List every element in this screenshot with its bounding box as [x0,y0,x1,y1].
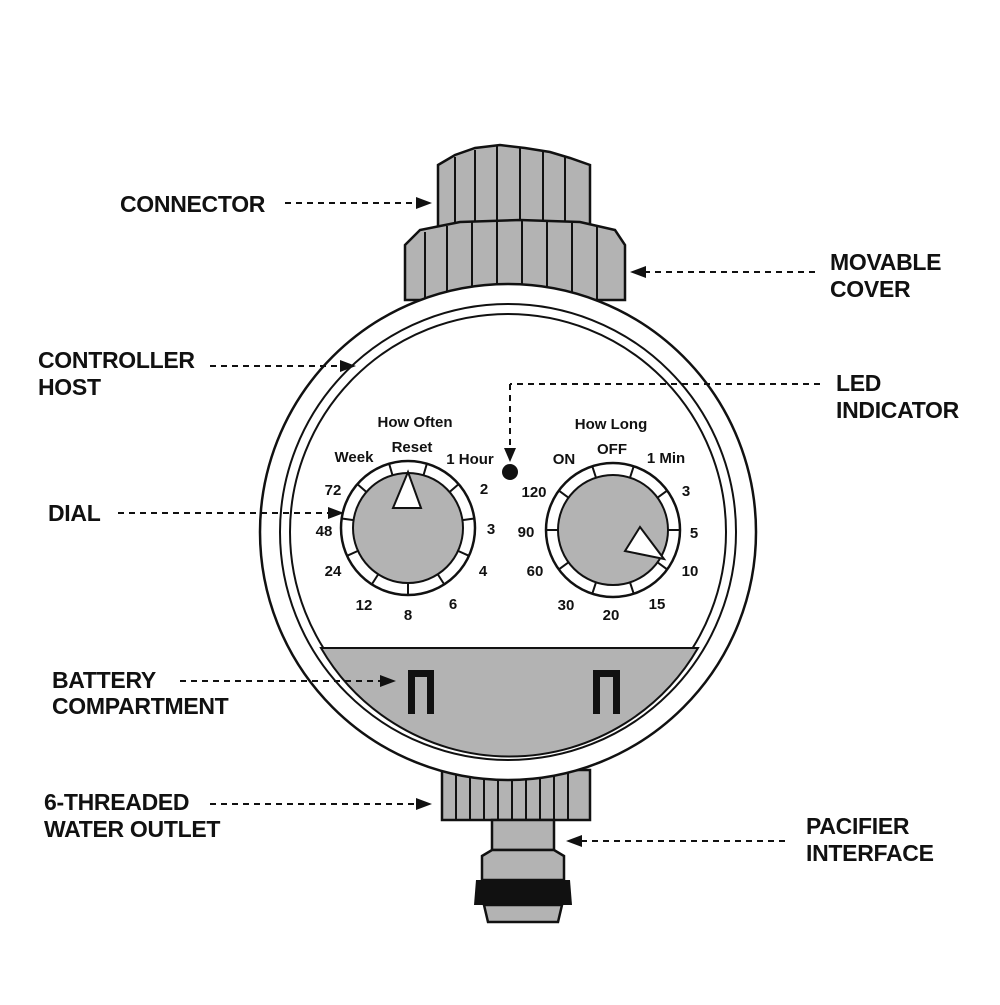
water-outlet-label: WATER OUTLET [44,816,220,842]
controller-host-label: CONTROLLER [38,347,195,373]
dial-tick [656,489,668,499]
led-indicator-label: INDICATOR [836,397,960,423]
how-often-title: How Often [378,414,453,431]
dial-label: DIAL [48,500,101,526]
movable-cover-label: MOVABLE [830,249,941,275]
tick-label: 48 [316,523,333,540]
tick-label: 8 [404,607,412,624]
tick-label: 1 Min [647,450,685,467]
battery-clip-right-icon [593,670,620,714]
dial-tick [629,581,635,595]
pacifier-interface-label: INTERFACE [806,840,934,866]
battery-compartment [319,647,700,758]
dial-tick [388,463,394,476]
led-indicator-label: LED [836,370,881,396]
reset-label: Reset [392,439,433,456]
water-outlet-label: 6-THREADED [44,789,189,815]
dial-tick [448,483,460,493]
dial-tick [356,483,368,493]
dial-tick [457,549,470,557]
pacifier-interface-label: PACIFIER [806,813,910,839]
led-indicator [502,464,518,480]
tick-label: 1 Hour [446,451,494,468]
how-long-dial[interactable] [544,461,682,599]
tick-label: 24 [325,563,342,580]
battery-clip-left-icon [408,670,434,714]
pacifier-interface [474,818,572,924]
how-often-dial[interactable] [339,459,477,597]
tick-label: 90 [518,524,535,541]
tick-label: 72 [325,482,342,499]
controller-host-label: HOST [38,374,101,400]
battery-compartment-label: BATTERY [52,667,156,693]
dial-tick [462,517,475,522]
dial-tick [346,549,359,557]
dial-pointer-icon [623,525,667,561]
tick-label: 3 [682,483,690,500]
battery-compartment-label: COMPARTMENT [52,693,229,719]
dial-tick [422,463,428,476]
dial-tick [558,561,570,571]
tick-label: 30 [558,597,575,614]
off-label: OFF [597,441,627,458]
dial-tick [370,573,380,585]
dial-tick [591,465,597,479]
tick-label: 12 [356,597,373,614]
tick-label: 10 [682,563,699,580]
movable-cover-label: COVER [830,276,911,302]
tick-label: 15 [649,596,666,613]
tick-label: 2 [480,481,488,498]
dial-tick [558,489,570,499]
tick-label: Week [335,449,375,466]
on-label: ON [553,451,576,468]
tick-label: 20 [603,607,620,624]
connector-label: CONNECTOR [120,191,266,217]
dial-tick [341,517,354,522]
dial-pointer-icon [391,469,423,509]
tick-label: 5 [690,525,698,542]
controller-host [258,282,758,782]
tick-label: 4 [479,563,488,580]
tick-label: 6 [449,596,457,613]
how-long-title: How Long [575,416,647,433]
tick-label: 3 [487,521,495,538]
callout-arrows [118,197,820,847]
dial-tick [436,573,446,585]
dial-tick [629,465,635,479]
dial-tick [591,581,597,595]
tick-label: 120 [521,484,546,501]
tick-label: 60 [527,563,544,580]
dial-tick [656,561,668,571]
